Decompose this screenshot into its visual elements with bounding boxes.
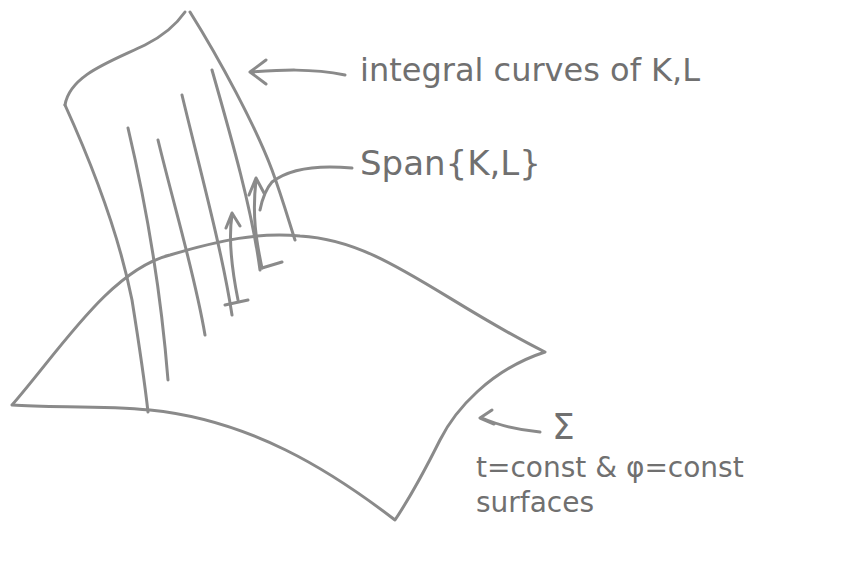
sheet-left-edge (65, 105, 148, 412)
integral-curve (128, 128, 168, 380)
surface-symbol: Σ (552, 404, 575, 449)
integral-curve (158, 140, 205, 335)
leader-arrow (250, 60, 345, 84)
integral-curve (212, 70, 260, 270)
span-label: Span{K,L} (360, 142, 541, 185)
sheet-top-edge (65, 12, 185, 105)
tangent-vector (226, 213, 240, 300)
sheet-right-edge (190, 12, 295, 240)
integral-curve (182, 95, 232, 315)
tangent-tick (225, 262, 282, 305)
surface-label: t=const & φ=const surfaces (476, 450, 861, 520)
tangent-vector (249, 178, 264, 268)
sigma-surface (12, 235, 545, 520)
leader-arrow (480, 410, 540, 432)
leader-arrow (260, 167, 352, 210)
curve-label: integral curves of K,L (360, 50, 700, 90)
